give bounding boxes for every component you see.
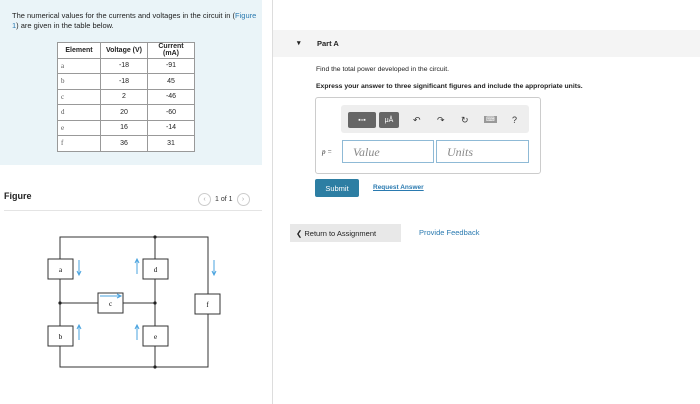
variable-label: p = xyxy=(322,148,332,156)
figure-pager: ‹ 1 of 1 › xyxy=(198,193,250,206)
element-label: e xyxy=(154,333,157,341)
math-toolbar: ▪▫▪ μÅ ↶ ↷ ↻ ⌨ ? xyxy=(341,105,529,133)
part-title: Part A xyxy=(317,39,339,48)
instruction-text: Express your answer to three significant… xyxy=(316,83,583,90)
figure-link[interactable]: Figure 1 xyxy=(12,11,257,30)
table-cell: f xyxy=(57,135,101,152)
table-cell: e xyxy=(57,119,101,136)
circuit-element-f: f xyxy=(194,293,221,315)
table-cell: -18 xyxy=(100,73,148,90)
circuit-wires xyxy=(59,236,209,368)
value-input[interactable]: Value xyxy=(342,140,434,163)
table-cell: 20 xyxy=(100,104,148,121)
table-cell: a xyxy=(57,57,101,74)
circuit-diagram: a b c d e f xyxy=(47,235,221,369)
part-a-header[interactable]: ▾ Part A xyxy=(273,30,700,57)
element-label: d xyxy=(154,266,158,274)
column-header: Element xyxy=(57,42,101,59)
table-cell: d xyxy=(57,104,101,121)
answer-box xyxy=(315,97,541,174)
table-cell: 36 xyxy=(100,135,148,152)
circuit-element-b: b xyxy=(47,325,74,347)
redo-icon[interactable]: ↷ xyxy=(437,115,445,125)
units-button[interactable]: μÅ xyxy=(379,112,399,128)
table-row: a-18-91 xyxy=(57,57,195,74)
undo-icon[interactable]: ↶ xyxy=(413,115,421,125)
divider xyxy=(272,0,273,404)
table-cell: 16 xyxy=(100,119,148,136)
element-label: b xyxy=(59,333,63,341)
table-cell: 2 xyxy=(100,88,148,105)
table-cell: -14 xyxy=(147,119,195,136)
circuit-element-a: a xyxy=(47,258,74,280)
circuit-element-c: c xyxy=(97,292,124,314)
provide-feedback-link[interactable]: Provide Feedback xyxy=(419,228,480,237)
junction-dots xyxy=(58,235,157,369)
element-label: f xyxy=(206,301,209,309)
prev-figure-button[interactable]: ‹ xyxy=(198,193,211,206)
collapse-caret-icon[interactable]: ▾ xyxy=(297,40,301,47)
intro-text: The numerical values for the currents an… xyxy=(12,11,257,30)
reset-icon[interactable]: ↻ xyxy=(461,115,469,125)
table-cell: -91 xyxy=(147,57,195,74)
element-label: c xyxy=(109,300,112,308)
table-cell: -18 xyxy=(100,57,148,74)
circuit-element-e: e xyxy=(142,325,169,347)
table-cell: c xyxy=(57,88,101,105)
submit-button[interactable]: Submit xyxy=(315,179,359,197)
question-text: Find the total power developed in the ci… xyxy=(316,66,449,73)
problem-intro: The numerical values for the currents an… xyxy=(0,0,262,165)
circuit-element-d: d xyxy=(142,258,169,280)
circuit-annotations xyxy=(76,257,217,340)
column-header: Current (mA) xyxy=(147,42,195,59)
divider xyxy=(4,210,262,211)
pager-text: 1 of 1 xyxy=(215,196,233,203)
table-cell: b xyxy=(57,73,101,90)
next-figure-button[interactable]: › xyxy=(236,193,250,206)
templates-icon[interactable]: ▪▫▪ xyxy=(348,112,376,128)
column-header: Voltage (V) xyxy=(100,42,148,59)
figure-title: Figure xyxy=(4,191,32,201)
request-answer-link[interactable]: Request Answer xyxy=(373,184,424,191)
table-cell: -46 xyxy=(147,88,195,105)
return-to-assignment-button[interactable]: ❮ Return to Assignment xyxy=(290,224,401,242)
units-input[interactable]: Units xyxy=(436,140,529,163)
table-cell: 45 xyxy=(147,73,195,90)
table-cell: 31 xyxy=(147,135,195,152)
help-icon[interactable]: ? xyxy=(512,115,518,125)
element-label: a xyxy=(59,266,63,274)
keyboard-icon[interactable]: ⌨ xyxy=(484,116,497,123)
table-cell: -60 xyxy=(147,104,195,121)
